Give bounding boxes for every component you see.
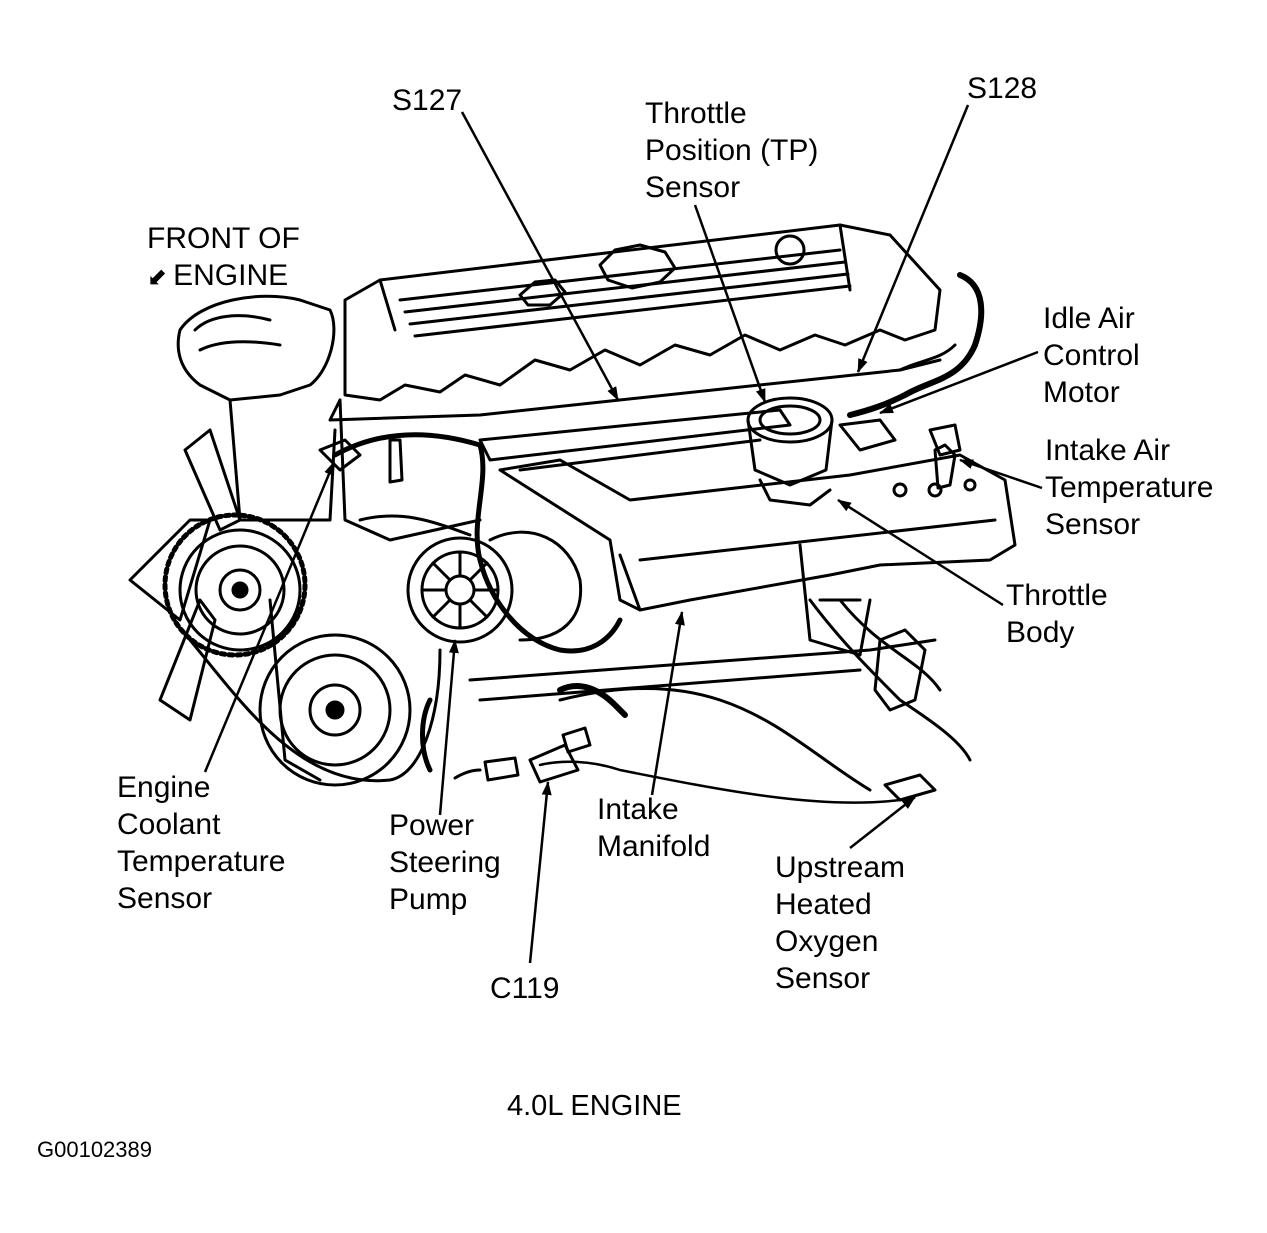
fuel-rail (478, 408, 792, 462)
crank-pulley (258, 633, 412, 787)
label-iac-motor: Idle Air Control Motor (1043, 302, 1140, 409)
exhaust-pipe (808, 598, 972, 762)
label-iat-sensor: Intake Air Temperature Sensor (1045, 434, 1214, 541)
leader-c119 (528, 781, 552, 964)
c119-connector (528, 743, 580, 784)
leader-ect (203, 461, 336, 773)
leader-tp-sensor (693, 204, 767, 403)
ps-pump-pulley (406, 536, 514, 644)
cooling-fan (128, 428, 242, 722)
label-s127: S127 (392, 84, 463, 117)
label-ect-sensor: Engine Coolant Temperature Sensor (117, 771, 286, 915)
leader-iat (959, 458, 1043, 490)
oil-filler-cap (598, 243, 677, 290)
leader-ps-pump (438, 639, 459, 816)
leader-iac (879, 350, 1039, 415)
label-ps-pump: Power Steering Pump (389, 809, 501, 916)
leader-s127 (460, 111, 620, 401)
intake-manifold-shape (498, 453, 1017, 612)
figure-caption: 4.0L ENGINE (507, 1090, 682, 1122)
figure-id: G00102389 (37, 1137, 152, 1162)
fan-pulley (178, 528, 302, 652)
label-s128: S128 (967, 72, 1038, 105)
leader-s128 (856, 104, 970, 373)
leader-throttle-body (837, 498, 1004, 607)
wiring-harness-left (332, 432, 623, 654)
label-tp-sensor: Throttle Position (TP) Sensor (645, 97, 819, 204)
drive-belt (188, 638, 442, 783)
valve-cover (343, 223, 942, 402)
label-c119: C119 (490, 972, 560, 1005)
leader-intake-manifold (650, 611, 685, 796)
label-intake-manifold: Intake Manifold (597, 793, 711, 863)
leader-ho2s (849, 796, 916, 849)
label-front-of-engine: FRONT OF ⬋ENGINE (147, 220, 300, 296)
engine-illustration (128, 223, 1017, 804)
label-throttle-body: Throttle Body (1006, 579, 1108, 649)
arrow-icon: ⬋ (147, 264, 168, 291)
leader-lines (203, 104, 1043, 964)
oxygen-sensor-shape (883, 773, 937, 802)
label-upstream-ho2s: Upstream Heated Oxygen Sensor (775, 851, 906, 995)
iat-sensor-shape (933, 443, 957, 490)
